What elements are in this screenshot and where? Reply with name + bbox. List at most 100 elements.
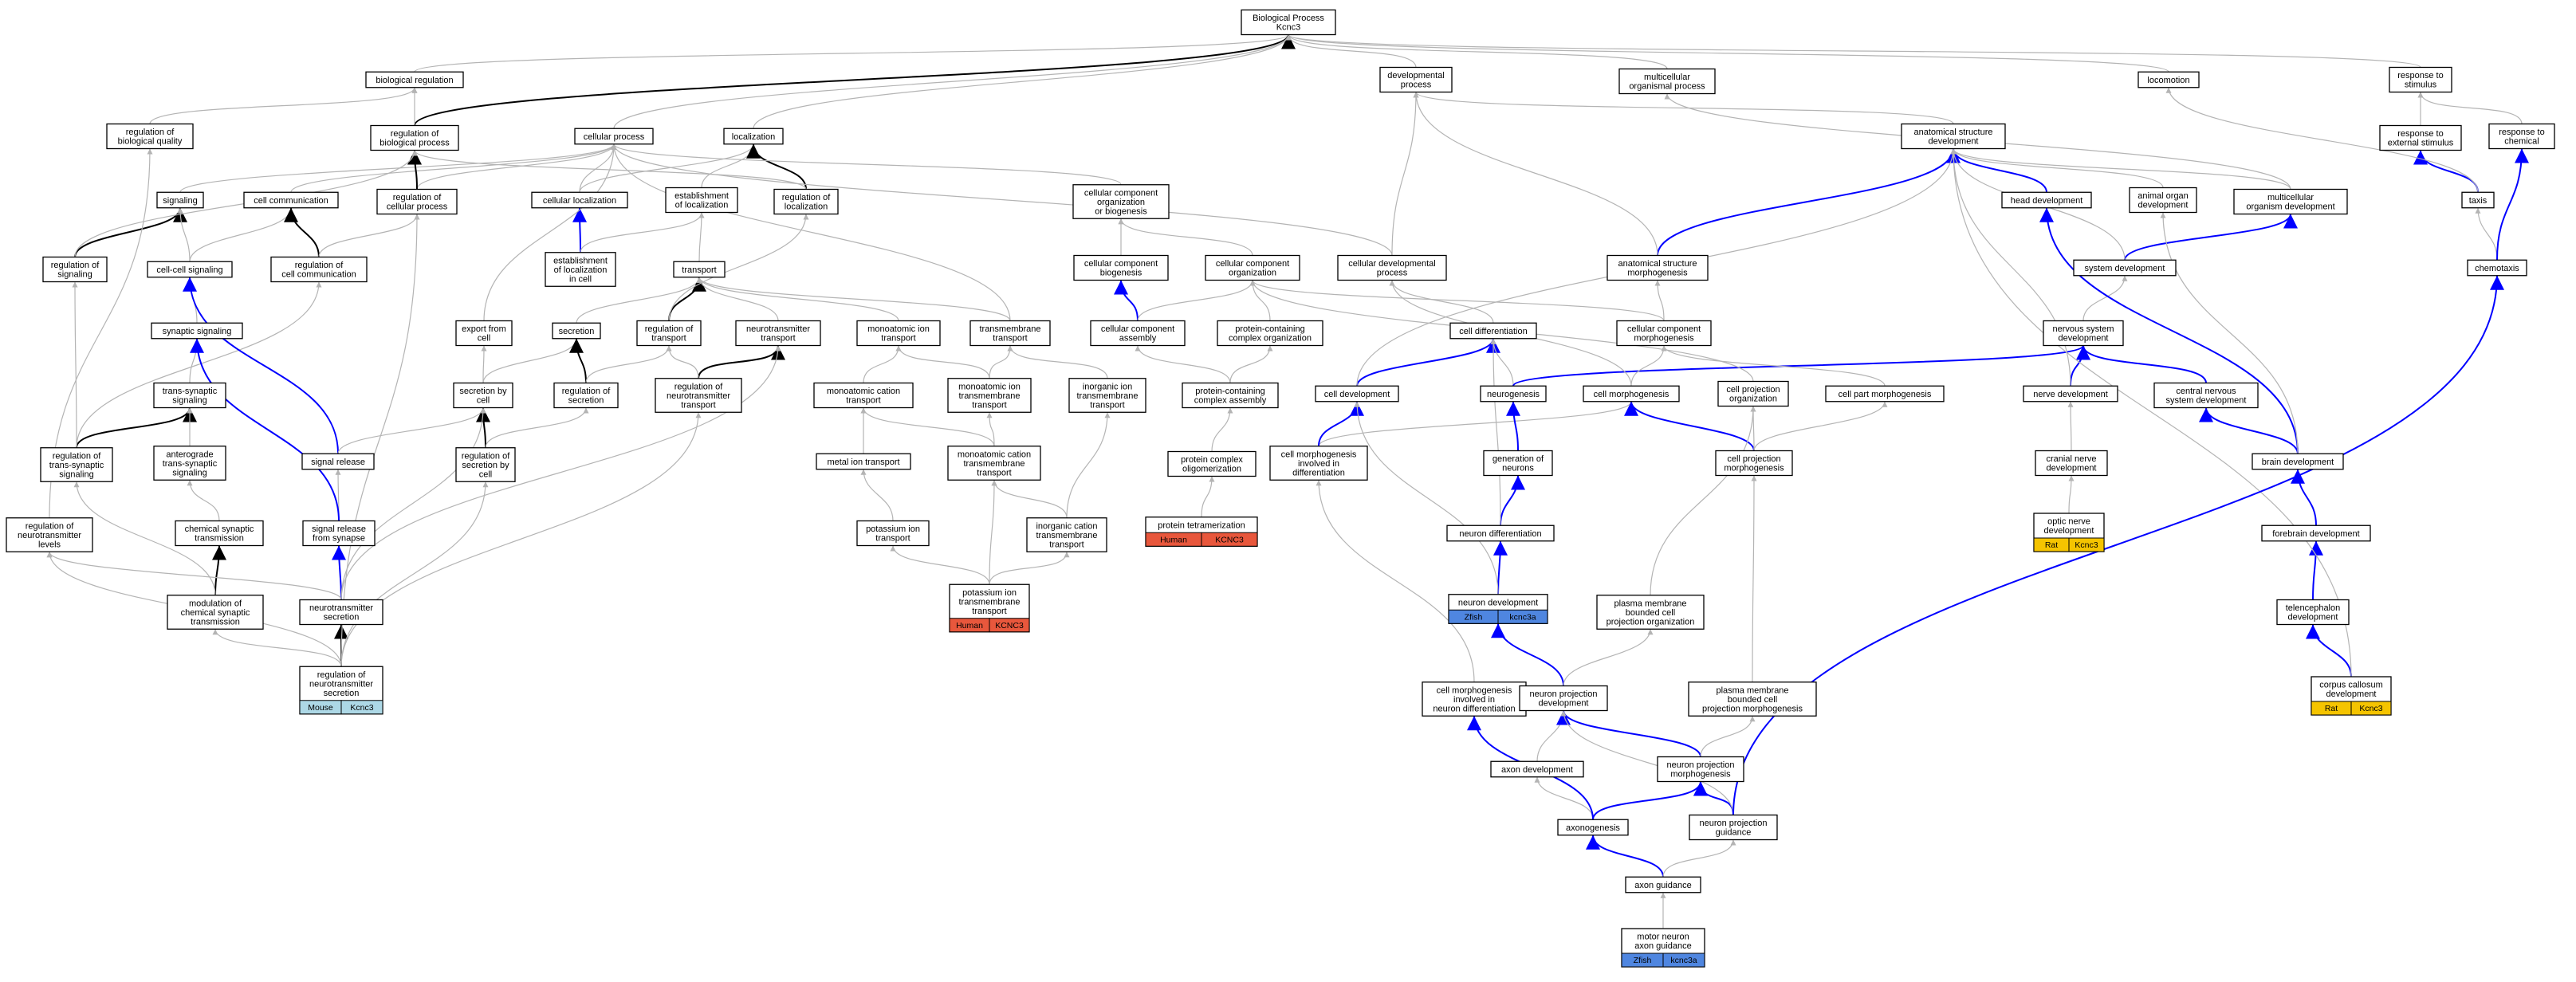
node-biological-regulation[interactable]: biological regulation	[365, 71, 464, 88]
node-transport[interactable]: transport	[673, 261, 726, 278]
node-signaling[interactable]: signaling	[156, 191, 204, 209]
node-axonogenesis[interactable]: axonogenesis	[1557, 819, 1629, 836]
node-metal-ion-transport[interactable]: metal ion transport	[816, 453, 911, 470]
node-cell-morphogenesis[interactable]: cell morphogenesis	[1583, 385, 1680, 403]
node-cellular-process[interactable]: cellular process	[574, 128, 654, 145]
node-potassium-ion-transmembrane-transport[interactable]: potassium iontransmembranetransportHuman…	[949, 583, 1030, 633]
node-head-development[interactable]: head development	[2001, 191, 2092, 209]
node-regulation-of-neurotransmitter-secretion[interactable]: regulation ofneurotransmittersecretionMo…	[299, 666, 383, 715]
node-neurogenesis[interactable]: neurogenesis	[1480, 385, 1547, 403]
node-forebrain-development[interactable]: forebrain development	[2261, 524, 2371, 542]
node-cellular-localization[interactable]: cellular localization	[531, 191, 628, 209]
node-taxis[interactable]: taxis	[2461, 191, 2495, 209]
node-brain-development[interactable]: brain development	[2252, 453, 2344, 470]
node-cell-part-morphogenesis[interactable]: cell part morphogenesis	[1825, 385, 1945, 403]
node-system-development[interactable]: system development	[2073, 259, 2177, 277]
node-neuron-differentiation[interactable]: neuron differentiation	[1446, 524, 1555, 542]
node-localization[interactable]: localization	[723, 128, 784, 145]
node-cell-cell-signaling[interactable]: cell-cell signaling	[147, 261, 233, 278]
node-signal-release[interactable]: signal release	[301, 453, 375, 470]
node-axon-development[interactable]: axon development	[1490, 760, 1584, 778]
node-cell-development[interactable]: cell development	[1315, 385, 1399, 403]
node-cell-differentiation[interactable]: cell differentiation	[1449, 322, 1537, 340]
node-locomotion[interactable]: locomotion	[2137, 71, 2200, 88]
node-cell-communication[interactable]: cell communication	[243, 191, 339, 209]
node-secretion[interactable]: secretion	[552, 322, 601, 340]
node-nerve-development[interactable]: nerve development	[2023, 385, 2118, 403]
node-synaptic-signaling[interactable]: synaptic signaling	[151, 322, 243, 340]
node-chemotaxis[interactable]: chemotaxis	[2467, 259, 2527, 277]
node-axon-guidance[interactable]: axon guidance	[1625, 876, 1701, 894]
